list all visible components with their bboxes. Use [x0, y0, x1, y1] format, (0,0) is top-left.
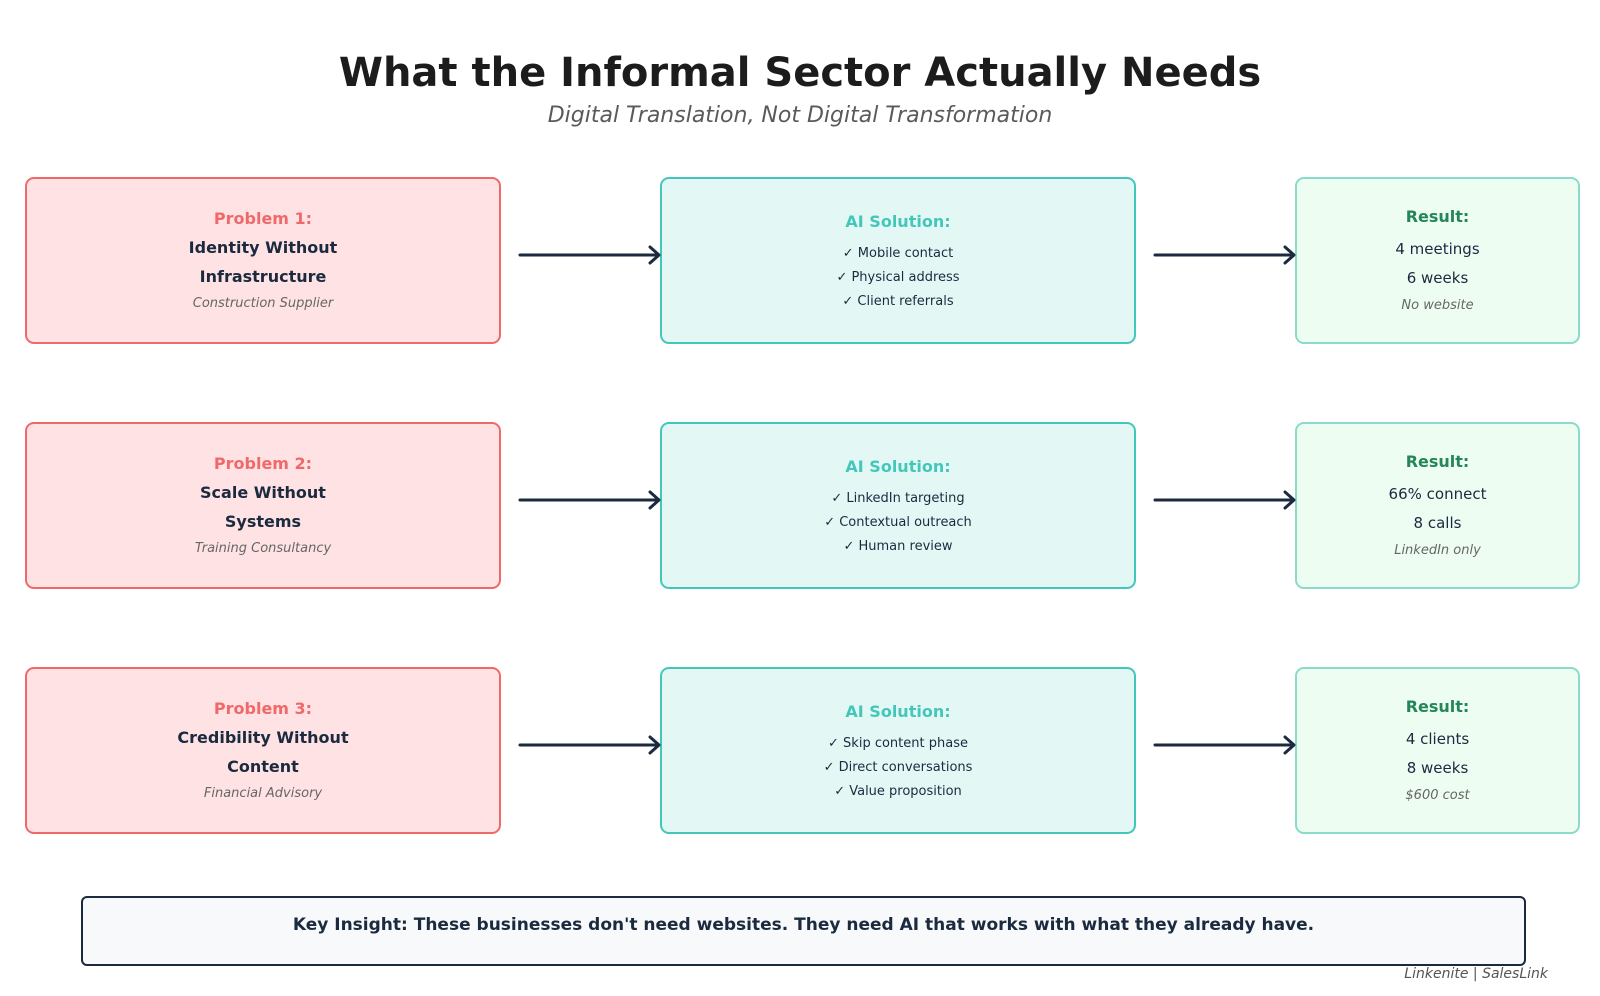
- result-line: 6 weeks: [1406, 269, 1469, 287]
- result-line: 66% connect: [1388, 485, 1487, 503]
- key-insight-text: Key Insight: These businesses don't need…: [292, 915, 1315, 935]
- problem-title-line: Identity Without: [188, 238, 338, 257]
- result-line: 4 clients: [1405, 730, 1470, 748]
- solution-item: ✓ Physical address: [836, 269, 960, 285]
- arrow-solution-to-result-2: [1153, 490, 1296, 510]
- solution-box-2: AI Solution: ✓ LinkedIn targeting ✓ Cont…: [660, 422, 1136, 589]
- problem-box-3: Problem 3: Credibility Without Content F…: [25, 667, 501, 834]
- arrow-solution-to-result-1: [1153, 245, 1296, 265]
- diagram-title: What the Informal Sector Actually Needs: [338, 50, 1262, 96]
- problem-title-line: Systems: [224, 512, 302, 531]
- arrow-problem-to-solution-2: [518, 490, 661, 510]
- problem-box-1: Problem 1: Identity Without Infrastructu…: [25, 177, 501, 344]
- arrow-problem-to-solution-3: [518, 735, 661, 755]
- result-note: $600 cost: [1405, 788, 1470, 803]
- result-line: 4 meetings: [1395, 240, 1480, 258]
- result-box-3: Result: 4 clients 8 weeks $600 cost: [1295, 667, 1580, 834]
- problem-note: Training Consultancy: [194, 541, 332, 556]
- result-heading: Result:: [1405, 452, 1470, 471]
- result-heading: Result:: [1405, 697, 1470, 716]
- problem-heading: Problem 2:: [213, 454, 313, 473]
- result-heading: Result:: [1405, 207, 1470, 226]
- result-line: 8 weeks: [1406, 759, 1469, 777]
- problem-title-line: Infrastructure: [199, 267, 327, 286]
- problem-title-line: Credibility Without: [177, 728, 349, 747]
- solution-heading: AI Solution:: [845, 211, 951, 231]
- diagram-subtitle: Digital Translation, Not Digital Transfo…: [547, 103, 1053, 128]
- solution-item: ✓ LinkedIn targeting: [831, 490, 965, 506]
- arrow-problem-to-solution-1: [518, 245, 661, 265]
- solution-box-3: AI Solution: ✓ Skip content phase ✓ Dire…: [660, 667, 1136, 834]
- problem-title-line: Scale Without: [200, 483, 326, 502]
- solution-item: ✓ Client referrals: [842, 293, 954, 309]
- solution-item: ✓ Direct conversations: [823, 759, 973, 775]
- key-insight-banner: Key Insight: These businesses don't need…: [81, 896, 1526, 966]
- result-note: No website: [1401, 298, 1474, 313]
- problem-heading: Problem 1:: [213, 209, 313, 228]
- solution-item: ✓ Mobile contact: [842, 245, 954, 261]
- problem-note: Financial Advisory: [203, 786, 323, 801]
- problem-box-2: Problem 2: Scale Without Systems Trainin…: [25, 422, 501, 589]
- solution-item: ✓ Contextual outreach: [824, 514, 972, 530]
- result-note: LinkedIn only: [1394, 543, 1481, 558]
- solution-item: ✓ Value proposition: [834, 783, 962, 799]
- problem-title-line: Content: [227, 757, 299, 776]
- problem-heading: Problem 3:: [213, 699, 313, 718]
- result-box-1: Result: 4 meetings 6 weeks No website: [1295, 177, 1580, 344]
- solution-heading: AI Solution:: [845, 701, 951, 721]
- arrow-solution-to-result-3: [1153, 735, 1296, 755]
- solution-heading: AI Solution:: [845, 456, 951, 476]
- credit-text: Linkenite | SalesLink: [1404, 966, 1548, 982]
- problem-note: Construction Supplier: [192, 296, 334, 311]
- result-line: 8 calls: [1413, 514, 1462, 532]
- solution-item: ✓ Skip content phase: [828, 735, 968, 751]
- solution-box-1: AI Solution: ✓ Mobile contact ✓ Physical…: [660, 177, 1136, 344]
- result-box-2: Result: 66% connect 8 calls LinkedIn onl…: [1295, 422, 1580, 589]
- solution-item: ✓ Human review: [843, 538, 953, 554]
